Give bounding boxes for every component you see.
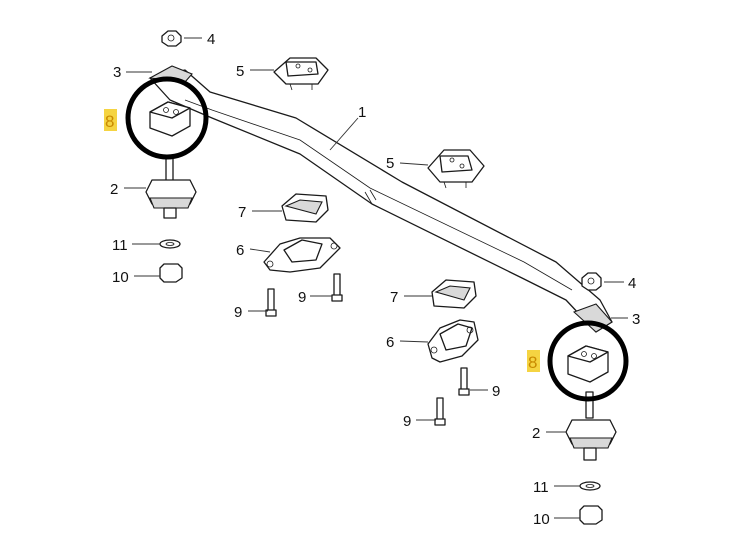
highlight-circle-right bbox=[547, 320, 629, 402]
bolt-right-b bbox=[434, 397, 446, 426]
engine-mount-left bbox=[145, 157, 197, 219]
callout-3-left: 3 bbox=[113, 64, 121, 81]
callout-5-upper: 5 bbox=[236, 63, 244, 80]
callout-7-left: 7 bbox=[238, 204, 246, 221]
leader-lines bbox=[124, 37, 628, 519]
bolt-right-a bbox=[458, 367, 470, 396]
callout-6-right: 6 bbox=[386, 334, 394, 351]
callout-6-left: 6 bbox=[236, 242, 244, 259]
nut-upper-right bbox=[581, 272, 602, 291]
callout-8-right: 8 bbox=[528, 353, 537, 372]
callout-9-b: 9 bbox=[298, 289, 306, 306]
mount-bracket-upper-right bbox=[427, 149, 485, 189]
callout-2-right: 2 bbox=[532, 425, 540, 442]
nut-left bbox=[159, 263, 183, 283]
callout-4-lower: 4 bbox=[628, 275, 636, 292]
callout-2-left: 2 bbox=[110, 181, 118, 198]
callout-9-d: 9 bbox=[403, 413, 411, 430]
rubber-block-right bbox=[567, 345, 609, 383]
callout-7-right: 7 bbox=[390, 289, 398, 306]
engine-mount-right bbox=[565, 391, 617, 461]
mount-bracket-upper-left bbox=[273, 57, 329, 91]
washer-right bbox=[579, 481, 601, 491]
pad-left bbox=[281, 193, 329, 223]
highlight-circle-left bbox=[125, 76, 209, 160]
bolt-left-a bbox=[265, 288, 277, 317]
callout-11-right: 11 bbox=[533, 479, 549, 496]
nut-upper-left bbox=[161, 30, 182, 47]
washer-left bbox=[159, 239, 181, 249]
cross-member bbox=[148, 65, 613, 333]
callout-10-right: 10 bbox=[533, 511, 550, 528]
callout-4-upper: 4 bbox=[207, 31, 215, 48]
label-8-highlight-right bbox=[527, 350, 540, 372]
callout-11-left: 11 bbox=[112, 237, 128, 254]
lower-bracket-left bbox=[263, 237, 341, 273]
bolt-left-b bbox=[331, 273, 343, 302]
callout-1: 1 bbox=[358, 104, 366, 121]
rubber-block-left bbox=[149, 101, 191, 137]
callout-10-left: 10 bbox=[112, 269, 129, 286]
callout-3-right: 3 bbox=[632, 311, 640, 328]
nut-right bbox=[579, 505, 603, 525]
lower-bracket-right bbox=[427, 319, 479, 363]
callout-5-lower: 5 bbox=[386, 155, 394, 172]
callout-9-a: 9 bbox=[234, 304, 242, 321]
callout-8-left: 8 bbox=[105, 112, 114, 131]
pad-right bbox=[431, 279, 477, 309]
callout-9-c: 9 bbox=[492, 383, 500, 400]
label-8-highlight-left bbox=[104, 109, 117, 131]
